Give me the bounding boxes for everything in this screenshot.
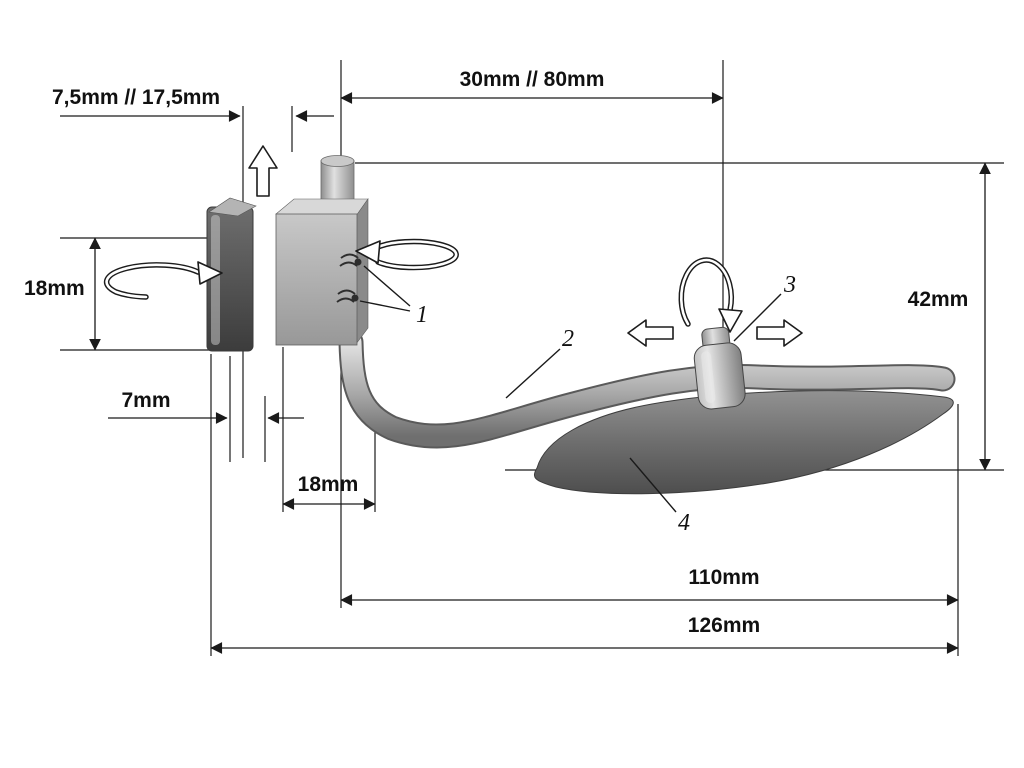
block-front-face bbox=[275, 213, 358, 346]
tube-clamp bbox=[693, 326, 746, 410]
slide-left-arrow bbox=[627, 319, 674, 347]
dim-label-overall-length: 126mm bbox=[688, 614, 760, 637]
block-top-face bbox=[275, 198, 369, 217]
rotation-arrowhead bbox=[355, 240, 381, 264]
leader-line-2 bbox=[505, 348, 561, 399]
dim-label-clamp-gap: 7,5mm // 17,5mm bbox=[52, 86, 220, 109]
extension-lines bbox=[60, 60, 1004, 656]
rotation-arrow-block bbox=[355, 238, 459, 271]
rotation-arrow-ring bbox=[678, 257, 743, 333]
dim-label-pad-thickness: 7mm bbox=[121, 389, 170, 412]
adjustment-screws bbox=[336, 253, 359, 303]
leader-line-4 bbox=[629, 457, 677, 513]
screw-spring bbox=[336, 297, 355, 303]
dim-label-overall-height: 42mm bbox=[908, 288, 969, 311]
dim-label-top-span: 30mm // 80mm bbox=[460, 68, 605, 91]
part-label-2: 2 bbox=[562, 326, 574, 352]
dim-label-clamp-height: 18mm bbox=[24, 277, 85, 300]
rotation-arrowhead bbox=[718, 308, 743, 333]
bracket-block bbox=[275, 155, 369, 346]
motion-symbols bbox=[103, 145, 803, 347]
rotation-arrow-clamp-arc-inner bbox=[105, 263, 200, 299]
screw-head bbox=[351, 294, 359, 302]
dimension-lines bbox=[60, 92, 991, 654]
rotation-arrow-block-arc-inner bbox=[374, 240, 458, 269]
part-label-3: 3 bbox=[783, 272, 796, 298]
rotation-arrow-ring-arc-inner bbox=[679, 258, 733, 326]
part-label-1: 1 bbox=[416, 302, 428, 328]
dimension-labels: 7,5mm // 17,5mm 30mm // 80mm 18mm 7mm 18… bbox=[24, 68, 968, 637]
cylinder-top bbox=[320, 155, 355, 167]
rotation-arrowhead bbox=[197, 261, 223, 285]
device bbox=[206, 155, 956, 495]
tube-clamp-highlight bbox=[701, 351, 716, 404]
screw-head bbox=[354, 258, 362, 266]
leader-line-1b bbox=[359, 300, 411, 312]
screw-spring bbox=[337, 289, 356, 295]
mounting-tube-shape bbox=[340, 331, 954, 447]
screw-spring bbox=[339, 261, 358, 267]
clamp-pad bbox=[206, 197, 257, 352]
part-callouts: 1 2 3 4 bbox=[359, 265, 796, 536]
tube-clamp-band bbox=[693, 342, 746, 410]
leader-line-3 bbox=[733, 293, 782, 342]
dim-label-tube-length: 110mm bbox=[688, 566, 759, 589]
lift-up-arrow bbox=[248, 145, 278, 197]
slide-right-arrow bbox=[756, 319, 803, 347]
block-right-face bbox=[355, 198, 369, 345]
clamp-pad-top bbox=[208, 197, 257, 217]
part-label-4: 4 bbox=[678, 510, 690, 536]
clamp-pad-highlight bbox=[211, 215, 220, 345]
dim-label-tube-offset: 18mm bbox=[298, 473, 359, 496]
leader-line-1a bbox=[363, 265, 411, 307]
rotation-arrow-clamp bbox=[103, 261, 223, 300]
screw-spring bbox=[340, 253, 359, 259]
